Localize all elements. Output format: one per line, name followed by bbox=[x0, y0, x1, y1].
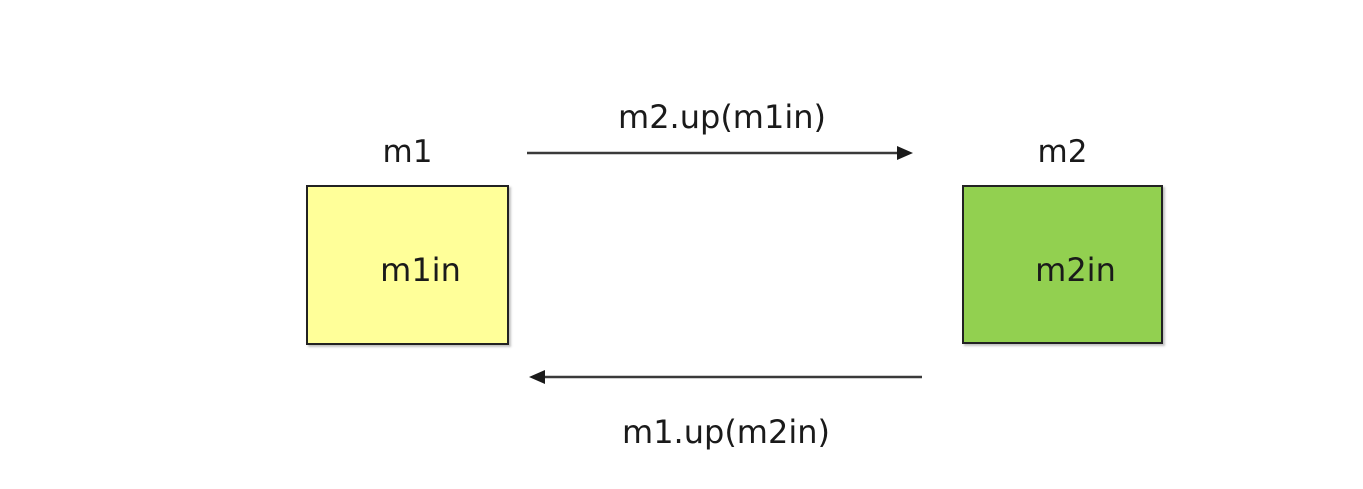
module-m1-title: m1 bbox=[382, 134, 433, 170]
module-m2-content: m2in bbox=[1035, 250, 1116, 289]
arrow-left-icon bbox=[529, 370, 922, 384]
module-m1-content: m1in bbox=[380, 251, 461, 289]
module-m1-box: m1in bbox=[306, 185, 509, 345]
module-m2-title: m2 bbox=[1037, 134, 1088, 170]
arrow-right-head bbox=[897, 146, 913, 160]
arrow-right-icon bbox=[527, 146, 913, 160]
module-m2-box: m2in bbox=[962, 185, 1163, 344]
arrow-left-head bbox=[529, 370, 545, 384]
arrow-top-label: m2.up(m1in) bbox=[618, 98, 826, 136]
arrow-bottom-label: m1.up(m2in) bbox=[622, 413, 830, 451]
